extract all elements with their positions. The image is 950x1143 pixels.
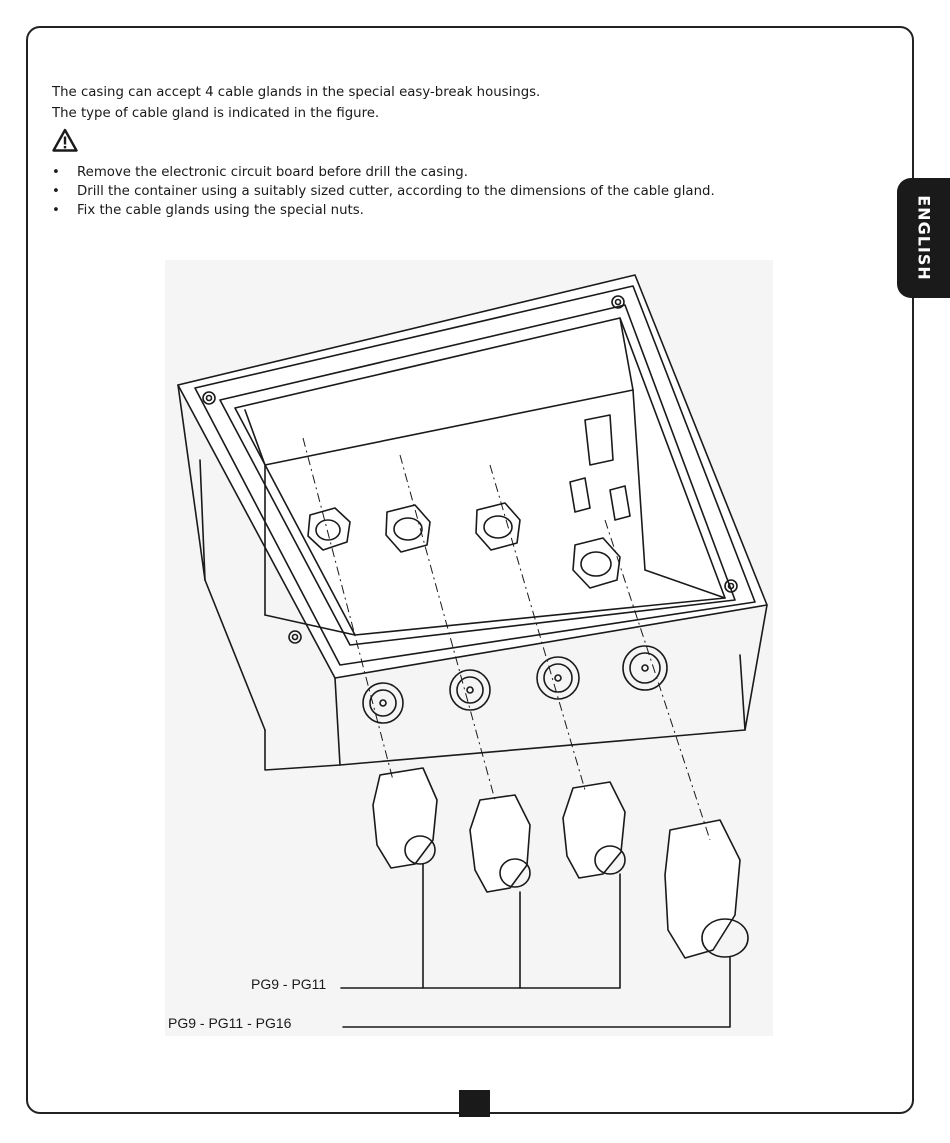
callout-large-gland: PG9 - PG11 - PG16 <box>168 1015 292 1031</box>
page-marker <box>459 1090 490 1117</box>
intro-line-1: The casing can accept 4 cable glands in … <box>52 85 541 100</box>
casing-figure <box>165 260 773 1036</box>
instruction-item: Drill the container using a suitably siz… <box>52 182 882 201</box>
instruction-list: Remove the electronic circuit board befo… <box>52 163 882 220</box>
instruction-item: Remove the electronic circuit board befo… <box>52 163 882 182</box>
callout-small-glands: PG9 - PG11 <box>251 976 327 992</box>
instruction-item: Fix the cable glands using the special n… <box>52 201 882 220</box>
language-tab[interactable]: ENGLISH <box>897 178 950 298</box>
intro-text: The casing can accept 4 cable glands in … <box>52 82 872 124</box>
casing-drawing <box>177 274 768 1028</box>
language-tab-label: ENGLISH <box>914 195 933 281</box>
intro-line-2: The type of cable gland is indicated in … <box>52 106 380 121</box>
warning-triangle-icon <box>52 128 78 154</box>
